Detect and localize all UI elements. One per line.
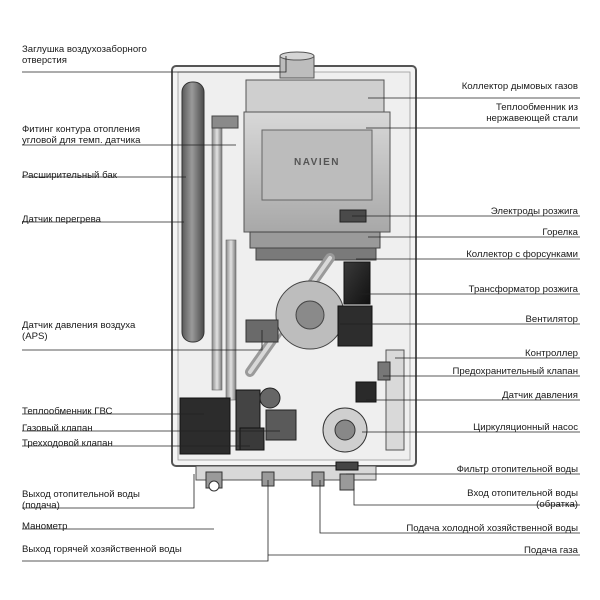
dhw-heat-exchanger — [179, 397, 231, 455]
gas-manifold — [255, 247, 377, 261]
label-ignition-electrodes: Электроды розжига — [490, 206, 578, 217]
brand-logo: NAVIEN — [294, 157, 340, 168]
heating-fitting — [211, 115, 239, 129]
label-pressure-gauge: Манометр — [22, 521, 68, 532]
leader-lines-left — [22, 56, 287, 562]
label-ignition-transformer: Трансформатор розжига — [468, 284, 578, 295]
heating-filter — [335, 461, 359, 471]
heating-return — [339, 473, 355, 491]
label-three-way-valve: Трехходовой клапан — [22, 438, 113, 449]
label-flue-collector: Коллектор дымовых газов — [461, 81, 578, 92]
label-gas-valve: Газовый клапан — [22, 423, 93, 434]
label-expansion-tank: Расширительный бак — [22, 170, 117, 181]
label-burner: Горелка — [542, 227, 578, 238]
label-fan: Вентилятор — [525, 314, 578, 325]
label-gas-manifold: Коллектор с форсунками — [466, 249, 578, 260]
pressure-gauge — [208, 480, 220, 492]
label-gas-supply: Подача газа — [524, 545, 578, 556]
pressure-sensor — [355, 381, 377, 403]
bottom-manifold — [195, 465, 377, 481]
label-pressure-sensor: Датчик давления — [502, 390, 578, 401]
ignition-transformer — [343, 261, 371, 305]
leader-lines-right — [268, 97, 580, 556]
label-controller: Контроллер — [525, 348, 578, 359]
label-dhw-outlet: Выход горячей хозяйственной воды — [22, 544, 182, 555]
heating-pipe-left — [211, 119, 223, 391]
label-heating-return: Вход отопительной воды(обратка) — [467, 488, 578, 510]
safety-valve — [377, 361, 391, 381]
three-way-valve — [239, 427, 265, 451]
gas-valve — [265, 409, 297, 441]
label-circulation-pump: Циркуляционный насос — [473, 422, 578, 433]
burner — [249, 231, 381, 249]
label-heating-filter: Фильтр отопительной воды — [456, 464, 578, 475]
label-cold-water-inlet: Подача холодной хозяйственной воды — [406, 523, 578, 534]
expansion-tank — [181, 81, 205, 343]
label-aps: Датчик давления воздуха(APS) — [22, 320, 136, 342]
label-dhw-exchanger: Теплообменник ГВС — [22, 406, 113, 417]
label-overheat-sensor: Датчик перегрева — [22, 214, 101, 225]
label-heating-outlet: Выход отопительной воды(подача) — [22, 489, 140, 511]
flue-gas-collector — [245, 79, 385, 113]
label-safety-valve: Предохранительный клапан — [452, 366, 579, 377]
